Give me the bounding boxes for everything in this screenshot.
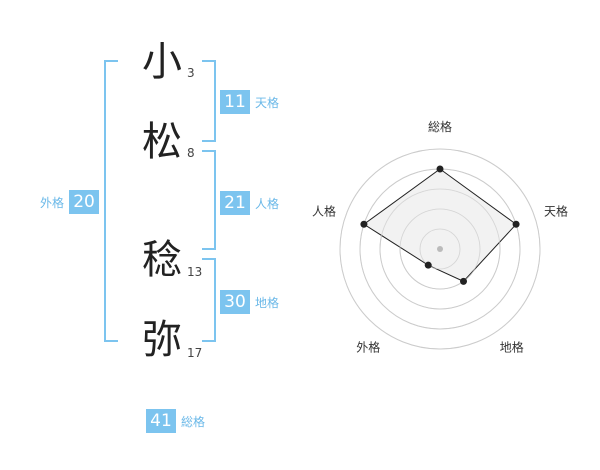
radar-ring-overlay-2 [399,208,481,290]
gaikaku-bracket [104,60,118,342]
radar-point-4 [424,261,432,269]
radar-axis-label-1: 総格 [428,119,452,134]
radar-axis-label-4: 外格 [356,340,380,355]
radar-data-polygon [363,168,517,282]
gaikaku-value: 20 [69,190,100,214]
stroke-count-3: 13 [187,265,203,279]
name-char-3: 稔 [142,237,182,283]
radar-ring-overlay-1 [419,228,461,270]
soukaku-value: 41 [146,409,176,433]
tenkaku-label: 天格 [255,95,280,110]
tenkaku-value: 11 [220,90,250,114]
radar-point-3 [460,277,468,285]
jinkaku-value: 21 [220,191,250,215]
radar-point-2 [512,220,520,228]
radar-point-5 [360,220,368,228]
name-char-2: 松 [142,119,182,165]
radar-ring-overlay-3 [379,188,501,310]
radar-axis-label-5: 人格 [312,203,336,218]
tenkaku-badge: 11 天格 [220,90,279,114]
radar-center-dot [437,246,443,252]
stroke-count-2: 8 [187,146,195,160]
name-char-1: 小 [142,39,182,85]
stroke-count-1: 3 [187,66,195,80]
chikaku-bracket [202,258,216,342]
radar-axis-label-3: 地格 [500,340,524,355]
chikaku-value: 30 [220,290,250,314]
stroke-count-4: 17 [187,346,203,360]
chikaku-label: 地格 [255,295,280,310]
name-char-4: 弥 [142,317,182,363]
chikaku-badge: 30 地格 [220,290,279,314]
radar-point-1 [436,165,444,173]
soukaku-badge: 41 総格 [146,409,205,433]
radar-ring-overlay-5 [339,148,541,350]
jinkaku-badge: 21 人格 [220,191,279,215]
gaikaku-badge: 外格 20 [40,190,100,214]
gaikaku-label: 外格 [40,195,65,210]
soukaku-label: 総格 [181,414,206,429]
tenkaku-bracket [202,60,216,142]
jinkaku-label: 人格 [255,196,280,211]
radar-axis-label-2: 天格 [544,203,568,218]
jinkaku-bracket [202,150,216,250]
